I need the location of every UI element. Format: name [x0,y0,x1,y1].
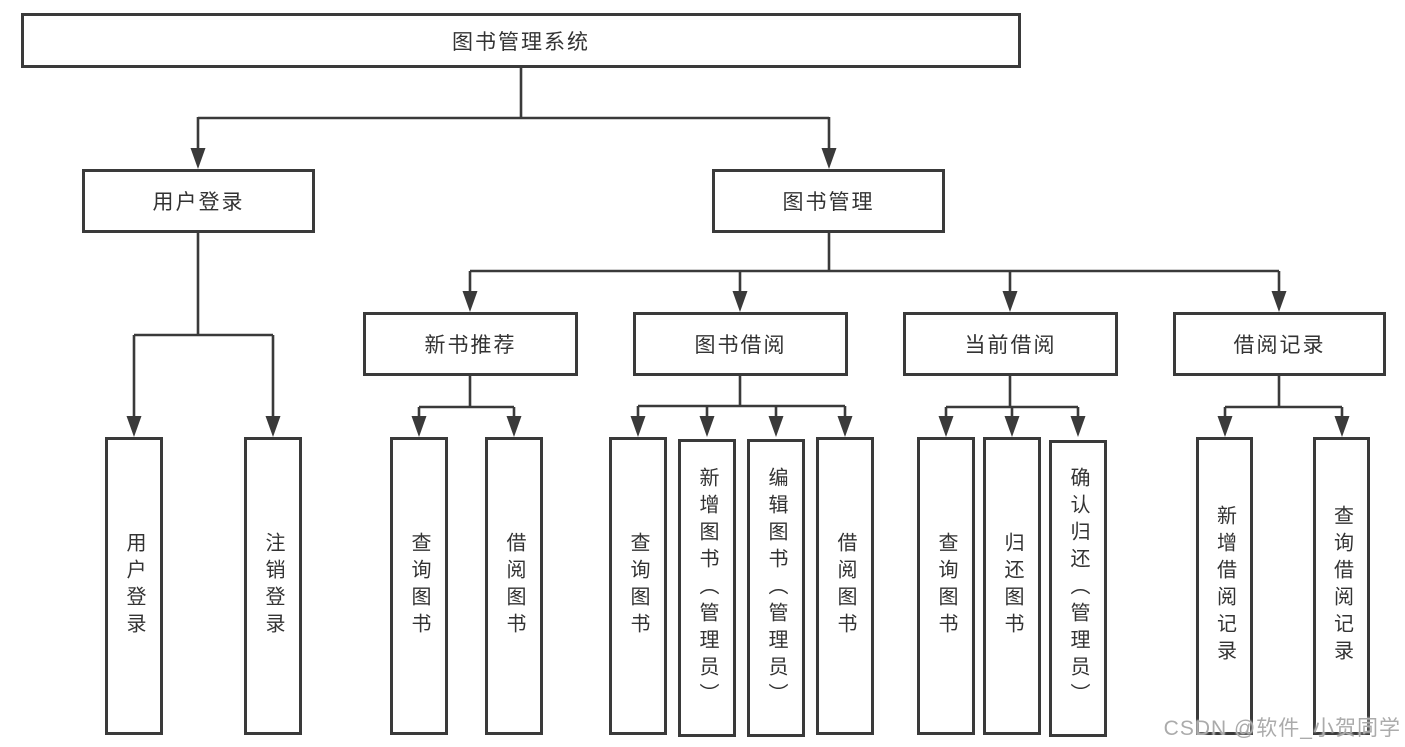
node-label: 图书管理系统 [452,30,590,54]
leaf-logout: 注销登录 [244,437,302,735]
leaf-label: 新增借阅记录 [1213,505,1236,667]
leaf-label: 确认归还（管理员） [1067,467,1089,710]
leaf-borrow-query-books: 查询图书 [609,437,667,735]
leaf-borrow-borrow-books: 借阅图书 [816,437,874,735]
leaf-user-login: 用户登录 [105,437,163,735]
leaf-label: 用户登录 [123,532,145,640]
node-library-management-system: 图书管理系统 [21,13,1021,68]
leaf-label: 注销登录 [262,532,284,640]
leaf-confirm-return-admin: 确认归还（管理员） [1049,440,1107,737]
node-label: 借阅记录 [1233,334,1326,357]
leaf-label: 查询图书 [935,532,957,640]
node-book-management: 图书管理 [712,169,945,233]
leaf-label: 归还图书 [1001,532,1023,640]
node-label: 新书推荐 [424,334,517,357]
leaf-label: 借阅图书 [834,532,856,640]
node-book-borrow: 图书借阅 [633,312,848,376]
watermark: CSDN @软件_小贺同学 [1163,717,1401,740]
leaf-label: 借阅图书 [503,532,525,640]
leaf-return-books: 归还图书 [983,437,1041,735]
leaf-recommend-borrow-books: 借阅图书 [485,437,543,735]
node-user-login: 用户登录 [82,169,315,233]
leaf-label: 新增图书（管理员） [696,466,718,710]
leaf-recommend-query-books: 查询图书 [390,437,448,735]
leaf-label: 编辑图书（管理员） [765,466,787,710]
leaf-edit-book-admin: 编辑图书（管理员） [747,439,805,737]
leaf-add-book-admin: 新增图书（管理员） [678,439,736,737]
node-label: 用户登录 [152,191,245,214]
node-label: 图书管理 [782,191,875,214]
leaf-label: 查询图书 [408,532,430,640]
leaf-current-query-books: 查询图书 [917,437,975,735]
leaf-add-borrow-record: 新增借阅记录 [1196,437,1253,735]
leaf-label: 查询图书 [627,532,649,640]
node-borrow-records: 借阅记录 [1173,312,1386,376]
leaf-query-borrow-record: 查询借阅记录 [1313,437,1370,735]
node-label: 当前借阅 [964,334,1057,357]
node-new-book-recommend: 新书推荐 [363,312,578,376]
leaf-label: 查询借阅记录 [1330,505,1353,667]
node-current-borrow: 当前借阅 [903,312,1118,376]
node-label: 图书借阅 [694,334,787,357]
